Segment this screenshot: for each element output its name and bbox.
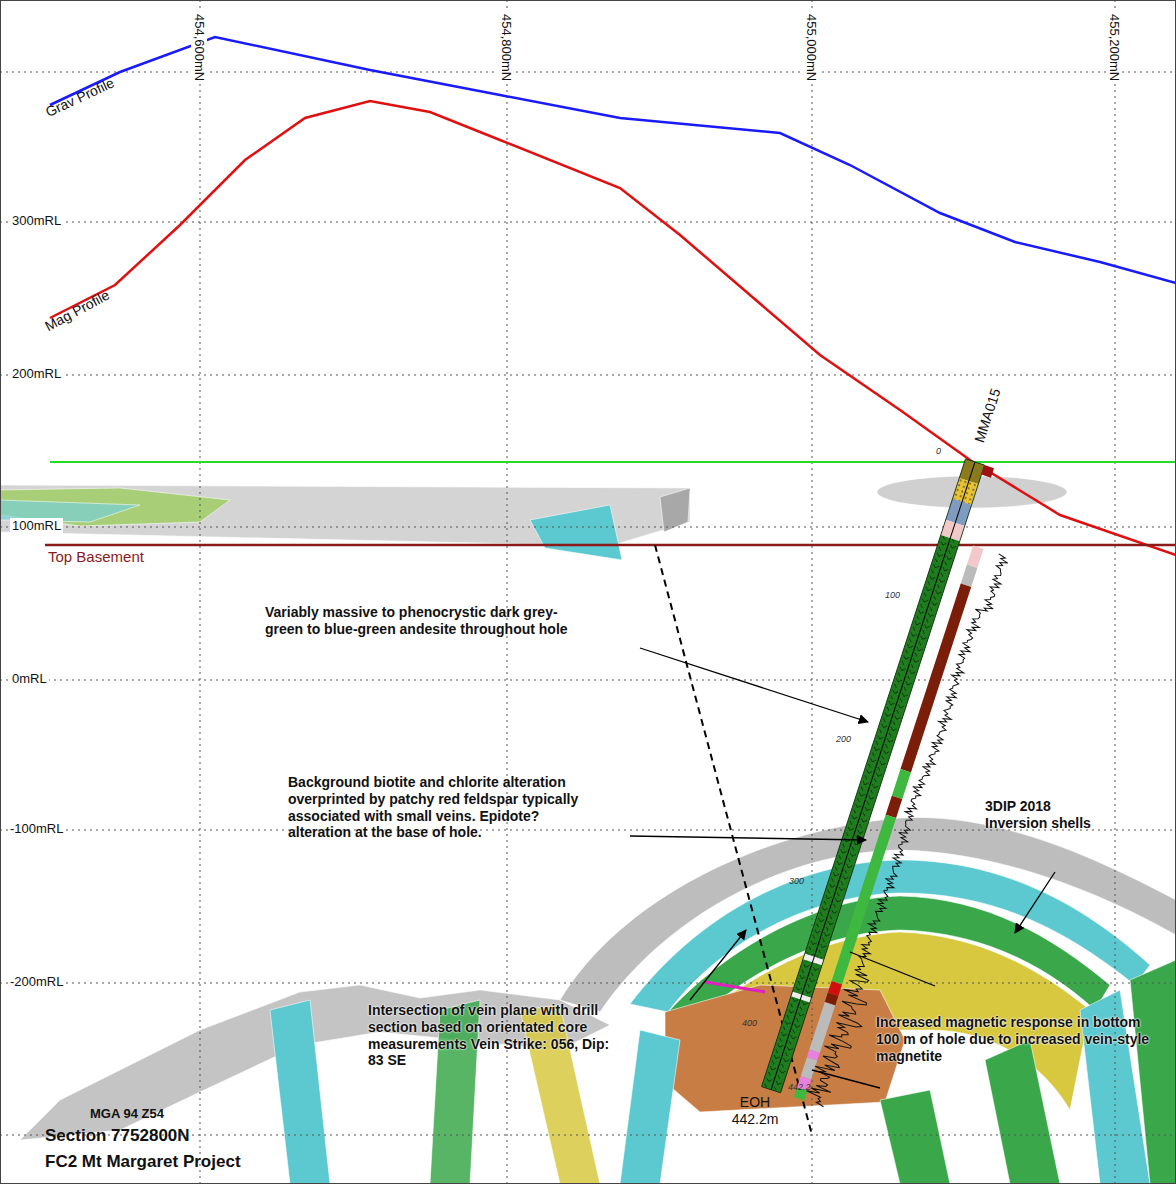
horizon-label: Top Basement: [48, 548, 144, 566]
profile-label: Mag Profile: [42, 287, 112, 335]
alteration-note: Background biotite and chlorite alterati…: [288, 774, 588, 841]
lithology-note: Variably massive to phenocrystic dark gr…: [265, 604, 585, 638]
easting-label: 455,200mN: [1106, 12, 1122, 83]
elevation-label: 0mRL: [10, 671, 49, 687]
elevation-label: 200mRL: [10, 366, 63, 382]
elevation-label: 100mRL: [10, 518, 63, 534]
depth-tick: 0: [936, 446, 941, 457]
depth-tick: 100: [885, 590, 900, 601]
end-of-hole: EOH 442.2m: [725, 1094, 785, 1128]
shell-note: 3DIP 2018 Inversion shells: [985, 798, 1105, 832]
easting-label: 454,800mN: [498, 12, 514, 83]
easting-label: 455,000mN: [803, 12, 819, 83]
depth-tick: 200: [836, 734, 851, 745]
hole-name: MMA015: [971, 386, 1004, 444]
elevation-label: -100mRL: [8, 821, 65, 837]
depth-tick: 442.2: [788, 1082, 811, 1093]
grid-datum: MGA 94 Z54: [90, 1106, 164, 1122]
elevation-label: -200mRL: [8, 974, 65, 990]
project-title: FC2 Mt Margaret Project: [45, 1152, 241, 1172]
depth-tick: 300: [789, 876, 804, 887]
magnetic-note: Increased magnetic response in bottom 10…: [876, 1014, 1161, 1064]
vein-note: Intersection of vein plane with drill se…: [368, 1002, 618, 1069]
elevation-label: 300mRL: [10, 213, 63, 229]
section-title: Section 7752800N: [45, 1126, 190, 1146]
easting-label: 454,600mN: [191, 12, 207, 83]
profile-label: Grav Profile: [43, 74, 117, 120]
depth-tick: 400: [742, 1018, 757, 1029]
